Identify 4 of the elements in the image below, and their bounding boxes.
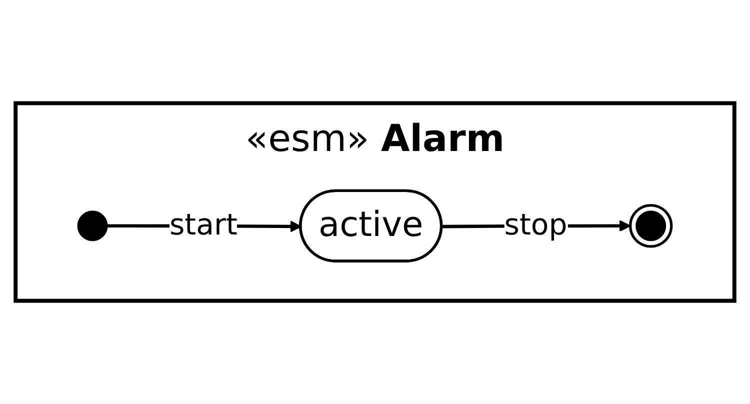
node-circle (77, 210, 108, 242)
edge-label: stop (504, 209, 568, 242)
node-circle (628, 204, 673, 248)
edge-label: start (169, 209, 238, 242)
